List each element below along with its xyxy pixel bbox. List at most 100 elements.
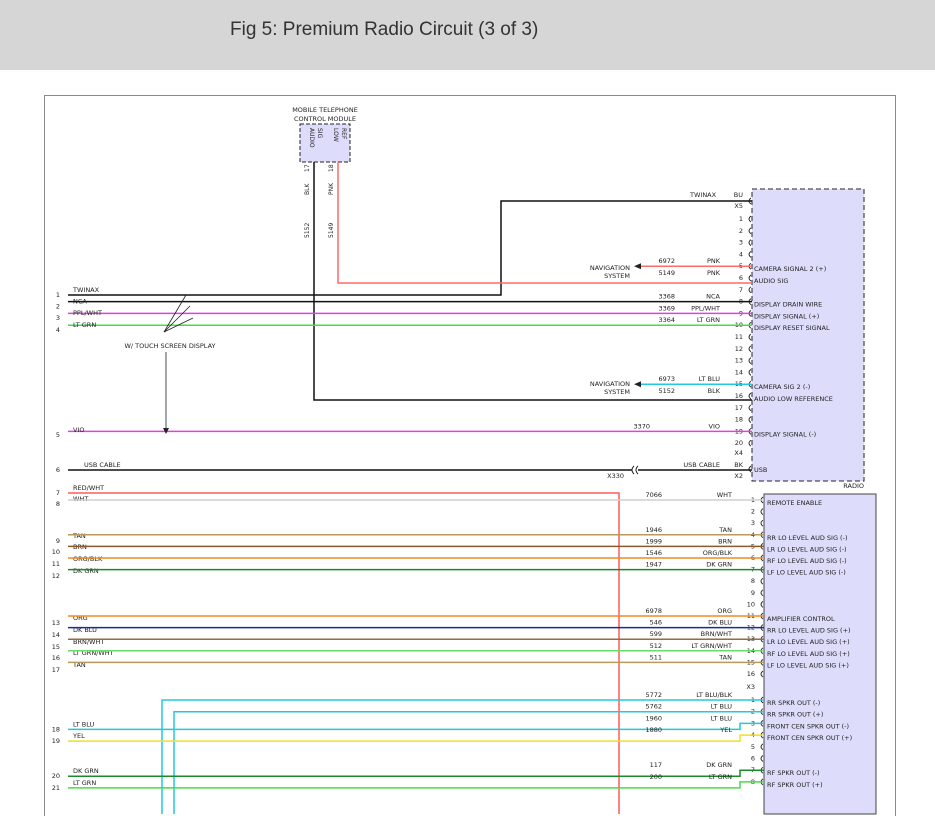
mtcm-pin-label: LOW	[332, 128, 339, 142]
circuit-number: 200	[650, 773, 662, 781]
left-wire-number: 21	[52, 784, 60, 792]
left-wire-number: 8	[56, 500, 60, 508]
wire-color-label: LT BLU	[699, 375, 721, 383]
left-wire-number: 17	[52, 666, 60, 674]
radio-pin-number: 6	[751, 755, 755, 763]
left-wire-number: 13	[52, 619, 60, 627]
radio-pin-function: RR SPKR OUT (-)	[767, 699, 820, 707]
left-wire-number: 12	[52, 572, 60, 580]
radio-pin-number: 13	[735, 357, 743, 365]
circuit-number: 7066	[645, 491, 662, 499]
radio-pin-function: DISPLAY DRAIN WIRE	[754, 301, 822, 309]
wire-color-label: BLK	[708, 387, 721, 395]
radio-pin-function: USB	[754, 466, 767, 474]
pin-socket	[748, 416, 752, 423]
wire-color-label: DK GRN	[706, 761, 732, 769]
nav-label-1: NAVIGATION	[590, 380, 630, 388]
speaker-wire	[68, 769, 764, 777]
wire-color-label: WHT	[717, 491, 732, 499]
radio-pin-number: 1	[739, 215, 743, 223]
circuit-number: 5152	[658, 387, 675, 395]
touch-screen-label: W/ TOUCH SCREEN DISPLAY	[125, 342, 216, 350]
pin-socket	[748, 251, 752, 258]
connector-x2: X2	[734, 472, 743, 480]
wire-color-label: BRN/WHT	[701, 630, 732, 638]
pin-socket	[760, 508, 764, 515]
circuit-number: 512	[650, 642, 662, 650]
wire-color-label: DK GRN	[706, 561, 732, 569]
connector-x4: X4	[734, 449, 743, 457]
left-wire-label: PPL/WHT	[73, 309, 102, 317]
pin-socket	[748, 439, 752, 447]
radio-pin-function: DISPLAY RESET SIGNAL	[754, 324, 830, 332]
mtcm-pin-label: REF	[340, 128, 347, 140]
speaker-wire	[173, 710, 764, 814]
wire-color-label: VIO	[709, 422, 720, 430]
pin-socket	[748, 239, 752, 246]
header-bar: Fig 5: Premium Radio Circuit (3 of 3)	[0, 0, 935, 70]
circuit-number: 1999	[645, 537, 662, 545]
mtcm-circuit: 5149	[328, 223, 335, 238]
pin-socket	[748, 286, 752, 294]
circuit-number: 5149	[658, 269, 675, 277]
circuit-number: 5772	[645, 691, 662, 699]
wire-color-label: ORG	[717, 607, 732, 615]
radio-pin-number: 2	[739, 227, 743, 235]
radio-pin-function: REMOTE ENABLE	[767, 499, 822, 507]
circuit-number: 6973	[658, 375, 675, 383]
wire-color-label: PPL/WHT	[691, 304, 720, 312]
pointer-line	[163, 294, 187, 333]
usb-label-right: USB CABLE	[683, 461, 720, 469]
circuit-number: 117	[650, 761, 662, 769]
radio-pin-function: AMPLIFIER CONTROL	[767, 615, 835, 623]
radio-pin-function: RF LO LEVEL AUD SIG (+)	[767, 650, 850, 658]
left-wire-number: 19	[52, 737, 60, 745]
radio-pin-function: RR SPKR OUT (+)	[767, 711, 823, 719]
left-wire-label: LT GRN/WHT	[73, 649, 114, 657]
circuit-number: 6972	[658, 257, 675, 265]
left-wire-label: BRN/WHT	[73, 638, 104, 646]
circuit-number: 1960	[645, 714, 662, 722]
radio-pin-function: RF SPKR OUT (+)	[767, 781, 823, 789]
circuit-number: 546	[650, 619, 662, 627]
left-wire-label: LT BLU	[73, 720, 95, 728]
radio-pin-number: 5	[751, 743, 755, 751]
wire-color-label: LT BLU	[711, 714, 733, 722]
left-wire-label: WHT	[73, 495, 88, 503]
left-wire-label: TAN	[72, 661, 86, 669]
left-wire-number: 2	[56, 303, 60, 311]
diagram-frame	[44, 95, 896, 816]
pointer-line	[163, 305, 191, 333]
pin-socket	[748, 215, 752, 223]
left-wire-label: TWINAX	[72, 286, 100, 294]
left-wire-number: 7	[56, 489, 60, 497]
left-wire-number: 11	[52, 560, 60, 568]
speaker-wire	[68, 781, 764, 789]
radio-pin-number: 11	[735, 333, 743, 341]
pin-socket	[760, 755, 764, 762]
usb-label-left: USB CABLE	[84, 461, 121, 469]
pin-socket	[748, 465, 752, 473]
speaker-wire	[161, 699, 764, 814]
circuit-number: 3364	[658, 316, 675, 324]
nav-label-2: SYSTEM	[604, 388, 630, 396]
mtcm-wire-color: BLK	[304, 183, 311, 195]
radio-pin-number: 3	[751, 519, 755, 527]
left-wire-number: 16	[52, 654, 60, 662]
left-wire-number: 18	[52, 725, 60, 733]
radio-pin-number: 17	[735, 404, 743, 412]
radio-pin-function: RR LO LEVEL AUD SIG (+)	[767, 627, 851, 635]
wire-color-label: LT BLU	[711, 703, 733, 711]
wire-color-label: LT GRN	[709, 773, 732, 781]
speaker-wire	[68, 734, 764, 742]
wire-color-label: TAN	[718, 526, 732, 534]
radio-pin-number: 7	[739, 286, 743, 294]
arrow-head	[634, 263, 641, 270]
left-wire-number: 6	[56, 466, 60, 474]
circuit-number: 3368	[658, 293, 675, 301]
left-wire-number: 10	[52, 548, 60, 556]
circuit-number: 599	[650, 630, 662, 638]
radio-lower-box	[763, 493, 877, 815]
left-wire-label: YEL	[72, 732, 85, 740]
speaker-wire	[68, 722, 764, 731]
